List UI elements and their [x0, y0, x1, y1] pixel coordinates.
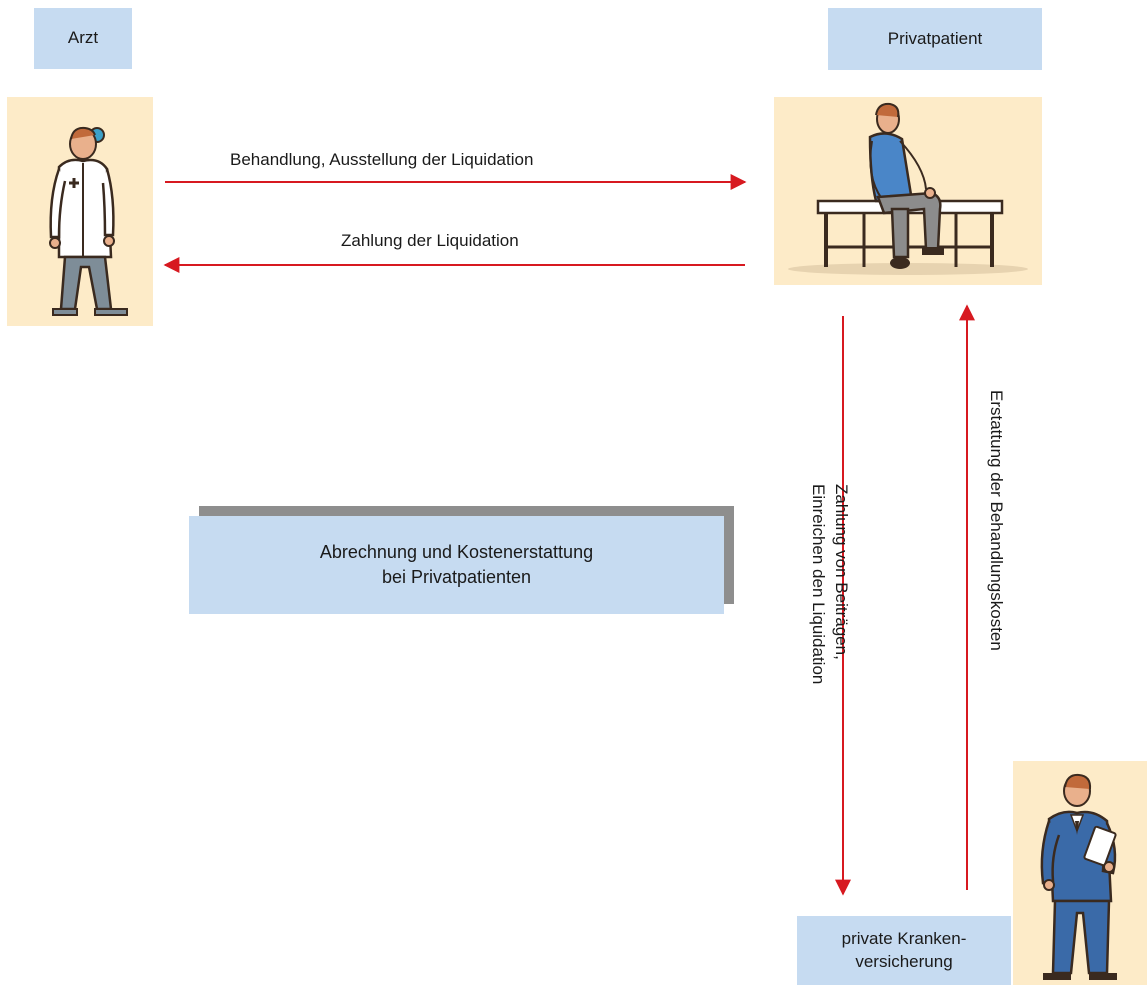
text-beitraege-line1: Zahlung von Beiträgen, [831, 484, 851, 660]
doctor-illustration [7, 97, 153, 326]
label-versicherung-line1: private Kranken- [841, 928, 967, 948]
label-privatpatient-text: Privatpatient [887, 28, 983, 48]
label-privatpatient: Privatpatient [828, 8, 1042, 70]
label-private-krankenversicherung: private Kranken- versicherung [797, 916, 1011, 985]
label-versicherung-line2: versicherung [855, 951, 953, 971]
label-arzt: Arzt [34, 8, 132, 69]
text-erstattung: Erstattung der Behandlungskosten [986, 390, 1006, 651]
patient-illustration [774, 97, 1042, 285]
text-beitraege-line2: Einreichen den Liquidation [808, 484, 828, 685]
diagram-title: Abrechnung und Kostenerstattung bei Priv… [189, 516, 724, 614]
diagram-title-line2: bei Privatpatienten [381, 567, 532, 587]
text-beitraege: Zahlung von Beiträgen, Einreichen den Li… [806, 484, 852, 684]
text-zahlung: Zahlung der Liquidation [341, 231, 519, 250]
diagram-title-line1: Abrechnung und Kostenerstattung [319, 541, 594, 562]
text-behandlung: Behandlung, Ausstellung der Liquidation [230, 150, 534, 169]
label-arzt-text: Arzt [67, 28, 99, 48]
insurance-agent-illustration [1013, 761, 1147, 985]
